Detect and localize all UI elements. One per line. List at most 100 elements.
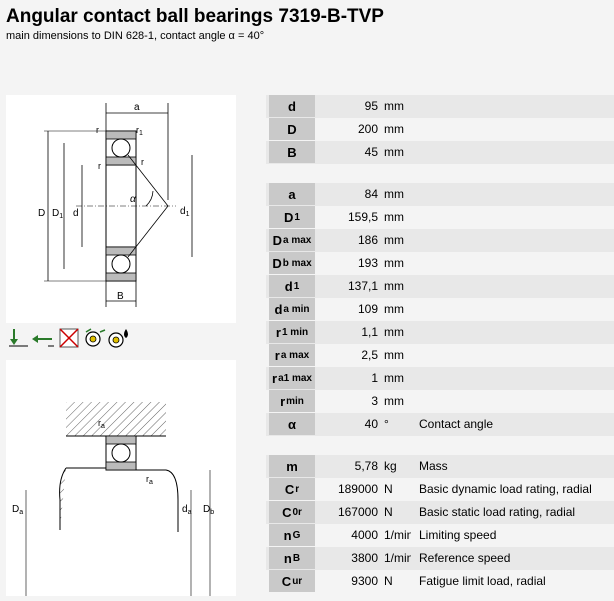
value-cell: 137,1: [347, 279, 378, 293]
unit-cell: mm: [384, 325, 404, 339]
symbol-cell: α: [269, 413, 315, 435]
unit-cell: mm: [384, 122, 404, 136]
unit-cell: 1/min: [384, 551, 414, 565]
label-B: B: [117, 291, 124, 302]
unit-cell: °: [384, 417, 389, 431]
table-row: B 45 mm: [266, 141, 614, 164]
description-cell: [411, 95, 611, 117]
unit-cell: 1/min: [384, 528, 414, 542]
unit-cell: mm: [384, 371, 404, 385]
value-cell: 200: [357, 122, 378, 136]
label-da: da: [182, 504, 192, 516]
value-cell: 1: [371, 371, 378, 385]
table-row: a 84 mm: [266, 183, 614, 206]
radial-load-icon[interactable]: [9, 329, 28, 347]
value-cell: 45: [364, 145, 378, 159]
mounting-dimension-drawing: ra ra Da da Db: [6, 360, 236, 596]
axial-load-icon[interactable]: [32, 335, 54, 347]
unit-cell: mm: [384, 145, 404, 159]
symbol-cell: a: [269, 183, 315, 205]
unit-cell: mm: [384, 210, 404, 224]
bearing-section-svg: a r r1 r r α D D1 d d1: [38, 102, 193, 307]
value-cell: 193: [357, 256, 378, 270]
description-cell: Fatigue limit load, radial: [411, 570, 611, 592]
page-subtitle: main dimensions to DIN 628-1, contact an…: [6, 30, 265, 42]
value-cell: 109: [357, 302, 378, 316]
description-cell: Basic dynamic load rating, radial: [411, 478, 611, 500]
label-r1: r1: [136, 125, 143, 137]
value-cell: 40: [364, 417, 378, 431]
label-d: d: [73, 208, 79, 219]
unit-cell: mm: [384, 99, 404, 113]
symbol-cell: D: [269, 118, 315, 140]
label-a: a: [134, 102, 140, 113]
description-cell: [411, 275, 611, 297]
value-cell: 5,78: [354, 459, 378, 473]
value-cell: 3800: [351, 551, 378, 565]
value-cell: 9300: [351, 574, 378, 588]
label-Da: Da: [12, 504, 23, 516]
value-cell: 167000: [337, 505, 378, 519]
description-cell: Basic static load rating, radial: [411, 501, 611, 523]
symbol-cell: B: [269, 141, 315, 163]
unit-cell: mm: [384, 394, 404, 408]
unit-cell: mm: [384, 187, 404, 201]
value-cell: 84: [364, 187, 378, 201]
unit-cell: mm: [384, 233, 404, 247]
bearing-dimension-drawing: a r r1 r r α D D1 d d1: [6, 95, 236, 323]
value-cell: 1,1: [361, 325, 378, 339]
feature-icons: [8, 327, 138, 349]
lubrication-icon[interactable]: [108, 329, 128, 348]
label-r-right: r: [141, 157, 144, 167]
label-D: D: [38, 208, 45, 219]
description-cell: [411, 252, 611, 274]
description-cell: Reference speed: [411, 547, 611, 569]
unit-cell: mm: [384, 302, 404, 316]
label-ra-bot: ra: [146, 474, 153, 486]
no-seal-icon[interactable]: [59, 328, 79, 348]
label-D1: D1: [52, 208, 63, 220]
unit-cell: N: [384, 482, 393, 496]
unit-cell: mm: [384, 256, 404, 270]
description-cell: Limiting speed: [411, 524, 611, 546]
unit-cell: N: [384, 505, 393, 519]
symbol-cell: d: [269, 95, 315, 117]
speed-icon[interactable]: [85, 328, 106, 347]
description-cell: [411, 141, 611, 163]
description-cell: [411, 367, 611, 389]
description-cell: [411, 298, 611, 320]
unit-cell: mm: [384, 348, 404, 362]
description-cell: [411, 118, 611, 140]
label-r: r: [96, 125, 99, 135]
label-r-mid: r: [98, 161, 101, 171]
label-Db: Db: [203, 504, 214, 516]
mounting-section-svg: ra ra Da da Db: [12, 402, 214, 596]
